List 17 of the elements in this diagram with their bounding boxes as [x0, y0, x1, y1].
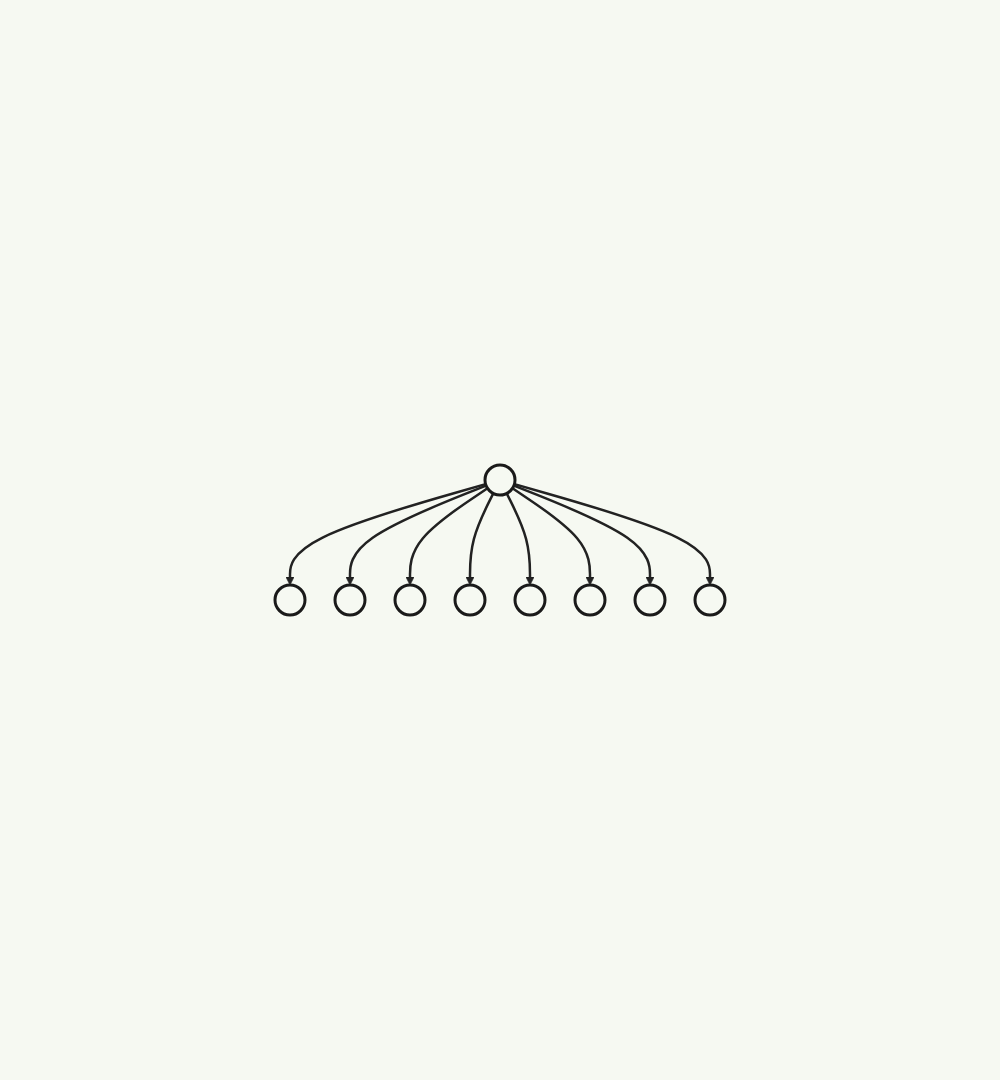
arrow [285, 482, 486, 586]
arrow [465, 492, 495, 586]
node-ellipse [633, 583, 667, 617]
arrow [345, 484, 487, 586]
arrow [505, 492, 535, 586]
node-ellipse [573, 583, 607, 617]
node-ellipse [453, 583, 487, 617]
node-ellipse [333, 583, 367, 617]
node-ellipse [693, 583, 727, 617]
node-ellipse [483, 463, 517, 497]
arrow [514, 482, 715, 586]
arrow [511, 487, 595, 586]
node-ellipse [513, 583, 547, 617]
node-ellipse [273, 583, 307, 617]
arrow [513, 484, 655, 586]
arrow [405, 487, 489, 586]
node-ellipse [393, 583, 427, 617]
